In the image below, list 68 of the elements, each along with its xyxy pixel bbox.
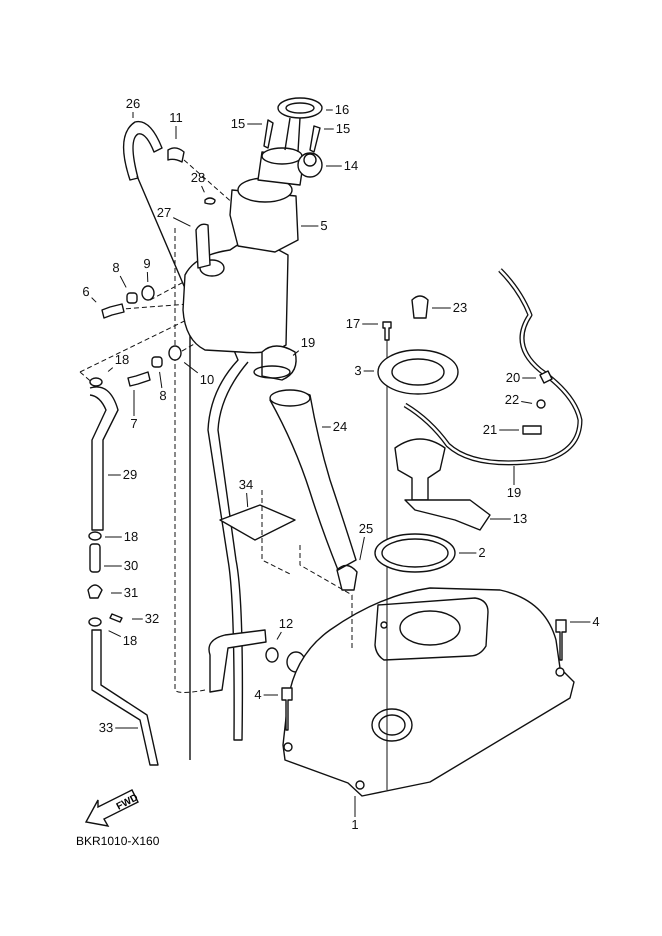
leader-line — [458, 552, 477, 554]
leader-line — [91, 297, 97, 303]
callout-number: 1 — [350, 818, 360, 832]
leader-line — [159, 371, 162, 388]
callout-number: 20 — [504, 371, 522, 385]
callout-number: 29 — [122, 468, 138, 482]
leader-line — [322, 426, 332, 428]
callout-number: 8 — [158, 389, 168, 403]
leader-line — [354, 796, 356, 818]
callout-number: 19 — [300, 336, 316, 350]
callout-number: 21 — [482, 423, 498, 437]
callout-number: 4 — [591, 615, 601, 629]
callout-number: 19 — [506, 486, 522, 500]
callout-number: 26 — [124, 97, 142, 111]
leader-line — [276, 632, 282, 640]
leader-line — [184, 362, 198, 374]
callout-number: 16 — [334, 103, 350, 117]
leader-line — [490, 518, 512, 520]
callout-number: 28 — [190, 171, 206, 185]
leader-line — [201, 186, 205, 193]
callout-number: 15 — [230, 117, 246, 131]
leader-line — [246, 492, 248, 508]
leader-line — [292, 350, 300, 356]
leader-line — [104, 536, 122, 538]
callout-number: 8 — [111, 261, 121, 275]
leader-line — [172, 217, 191, 227]
callout-number: 18 — [122, 530, 140, 544]
callout-number: 18 — [122, 634, 138, 648]
leader-line — [132, 112, 134, 118]
callout-number: 5 — [319, 219, 329, 233]
callout-number: 34 — [238, 478, 254, 492]
leader-line — [108, 474, 122, 476]
callout-number: 30 — [122, 559, 140, 573]
callout-number: 17 — [344, 317, 362, 331]
leader-line — [324, 128, 334, 130]
leader-line — [108, 630, 122, 638]
callout-number: 6 — [81, 285, 91, 299]
direction-label: FWD — [114, 792, 140, 813]
callout-number: 12 — [278, 617, 294, 631]
callout-number: 11 — [168, 111, 184, 125]
callout-number: 7 — [129, 417, 139, 431]
callout-number: 22 — [504, 393, 520, 407]
callout-number: 18 — [114, 353, 130, 367]
callout-number: 31 — [122, 586, 140, 600]
callout-number: 4 — [253, 688, 263, 702]
callout-number: 10 — [198, 373, 216, 387]
callout-number: 33 — [98, 721, 114, 735]
callout-number: 23 — [452, 301, 468, 315]
callout-number: 9 — [142, 257, 152, 271]
leader-line — [520, 401, 533, 404]
callout-number: 27 — [156, 206, 172, 220]
callout-number: 32 — [144, 612, 160, 626]
leader-line — [132, 618, 144, 620]
callout-number: 15 — [334, 122, 352, 136]
leader-line — [359, 536, 365, 561]
diagram-code: BKR1010-X160 — [76, 834, 160, 848]
callout-number: 14 — [342, 159, 360, 173]
leader-line — [120, 276, 127, 288]
leader-line — [263, 694, 278, 696]
callout-number: 13 — [512, 512, 528, 526]
leader-line — [363, 370, 374, 372]
callout-number: 25 — [358, 522, 374, 536]
leader-line — [108, 367, 114, 372]
callout-number: 3 — [353, 364, 363, 378]
callout-number: 24 — [332, 420, 348, 434]
leader-line — [146, 272, 148, 282]
callout-number: 2 — [477, 546, 487, 560]
leader-line — [110, 592, 122, 594]
